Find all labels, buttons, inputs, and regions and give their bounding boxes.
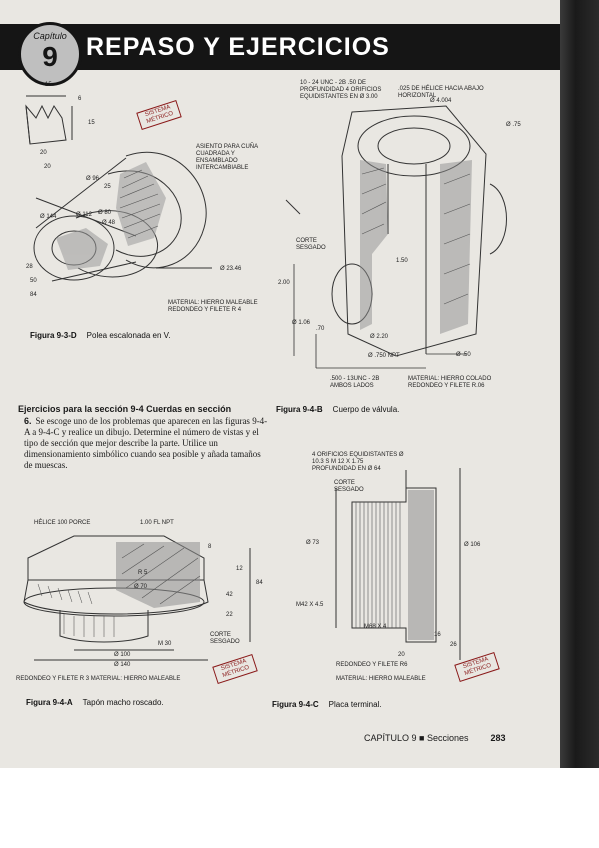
dim-label: R 5: [138, 570, 148, 576]
note-label: .025 DE HÉLICE HACIA ABAJO HORIZONTAL: [398, 86, 484, 99]
page-title: REPASO Y EJERCICIOS: [86, 33, 390, 61]
figure-title: Polea escalonada en V.: [86, 331, 171, 340]
figure-caption: Figura 9-3-D Polea escalonada en V.: [30, 331, 170, 340]
dim-label: 22: [226, 612, 233, 618]
note-label: 1.00 FL NPT: [140, 520, 174, 526]
dim-label: 42: [226, 592, 233, 598]
dim-label: Ø 106: [464, 542, 481, 548]
dim-label: Ø 48: [102, 220, 116, 226]
dim-label: 1.50: [396, 258, 408, 264]
dim-label: Ø 23.46: [220, 266, 242, 272]
dim-label: .70: [316, 326, 325, 332]
figure-title: Tapón macho roscado.: [82, 698, 164, 707]
figure-caption: Figura 9-4-A Tapón macho roscado.: [26, 698, 164, 707]
dim-label: Ø 4.004: [430, 98, 452, 104]
dim-label: Ø .75: [506, 122, 521, 128]
exercise-heading: Ejercicios para la sección 9-4 Cuerdas e…: [18, 404, 232, 414]
note-label: CORTE SESGADO: [334, 480, 364, 493]
dim-label: Ø 80: [98, 210, 112, 216]
dim-label: 20: [40, 150, 47, 156]
figure-title: Cuerpo de válvula.: [332, 405, 400, 414]
header-banner: [0, 24, 560, 70]
note-label: CORTE SESGADO: [296, 238, 326, 251]
chapter-badge: Capítulo 9: [18, 22, 82, 86]
dim-label: 28: [26, 264, 33, 270]
figure-number: Figura 9-4-B: [276, 405, 323, 414]
material-note: MATERIAL: HIERRO COLADO REDONDEO Y FILET…: [408, 376, 492, 389]
dim-label: Ø 73: [306, 540, 320, 546]
note-label: REDONDEO Y FILETE R6: [336, 662, 408, 668]
note-label: HÉLICE 100 PORCE: [34, 520, 91, 526]
note-label: ASIENTO PARA CUÑA CUADRADA Y ENSAMBLADO …: [196, 144, 258, 171]
dim-label: M68 X 4: [364, 624, 387, 630]
figure-title: Placa terminal.: [328, 700, 382, 709]
figure-9-4-b-drawing: [276, 84, 512, 384]
figure-number: Figura 9-4-A: [26, 698, 73, 707]
figure-number: Figura 9-3-D: [30, 331, 77, 340]
dim-label: 2.00: [278, 280, 290, 286]
dim-label: M42 X 4.5: [296, 602, 324, 608]
dim-label: 50: [30, 278, 37, 284]
figure-caption: Figura 9-4-B Cuerpo de válvula.: [276, 405, 399, 414]
dim-label: Ø .750 NPT: [368, 353, 400, 359]
dim-label: 84: [30, 292, 37, 298]
exercise-number: 6.: [24, 416, 32, 426]
dim-label: Ø 96: [86, 176, 100, 182]
footer-chapter: CAPÍTULO 9 ■ Secciones: [364, 733, 469, 743]
dim-label: Ø 2.20: [370, 334, 389, 340]
dim-label: 16: [434, 632, 441, 638]
dim-label: 15: [88, 120, 95, 126]
note-label: 10 - 24 UNC - 2B .50 DE PROFUNDIDAD 4 OR…: [300, 80, 382, 100]
textbook-page: Capítulo 9 REPASO Y EJERCICIOS: [0, 0, 560, 768]
dim-label: M 30: [158, 641, 172, 647]
dim-label: Ø .50: [456, 352, 471, 358]
chapter-number: 9: [42, 41, 58, 72]
dim-label: Ø 100: [114, 652, 131, 658]
chapter-caption: Capítulo: [33, 31, 67, 41]
dim-label: 84: [256, 580, 263, 586]
exercise-item: 6.Se escoge uno de los problemas que apa…: [24, 416, 268, 471]
material-note: MATERIAL: HIERRO MALEABLE REDONDEO Y FIL…: [168, 300, 258, 313]
dim-label: Ø 112: [76, 212, 92, 218]
note-label: CORTE SESGADO: [210, 632, 240, 645]
figure-caption: Figura 9-4-C Placa terminal.: [272, 700, 382, 709]
material-note: MATERIAL: HIERRO MALEABLE: [336, 676, 426, 682]
dim-label: 8: [208, 544, 212, 550]
dim-label: 12: [236, 566, 243, 572]
exercise-text: Se escoge uno de los problemas que apare…: [24, 416, 268, 470]
dim-label: Ø 140: [114, 662, 131, 668]
figure-9-4-c-drawing: [296, 460, 496, 660]
page-number: 283: [490, 733, 506, 743]
figure-number: Figura 9-4-C: [272, 700, 319, 709]
figure-9-4-a-drawing: [14, 518, 264, 668]
dim-label: 6: [78, 96, 82, 102]
material-note: REDONDEO Y FILETE R 3 MATERIAL: HIERRO M…: [16, 676, 181, 682]
dim-label: Ø 70: [134, 584, 148, 590]
page-footer: CAPÍTULO 9 ■ Secciones 283: [364, 733, 506, 743]
dim-label: 25: [104, 184, 111, 190]
dim-label: 26: [450, 642, 457, 648]
figure-9-3-d-drawing: [16, 78, 266, 328]
note-label: .500 - 13UNC - 2B AMBOS LADOS: [330, 376, 380, 389]
dim-label: 15: [45, 82, 52, 88]
dim-label: 20: [44, 164, 51, 170]
book-spine-shadow: [560, 0, 599, 768]
dim-label: Ø 1.06: [292, 320, 311, 326]
dim-label: Ø 144: [40, 214, 57, 220]
dim-label: 20: [398, 652, 405, 658]
note-label: 4 ORIFICIOS EQUIDISTANTES Ø 10.3 S M 12 …: [312, 452, 404, 472]
